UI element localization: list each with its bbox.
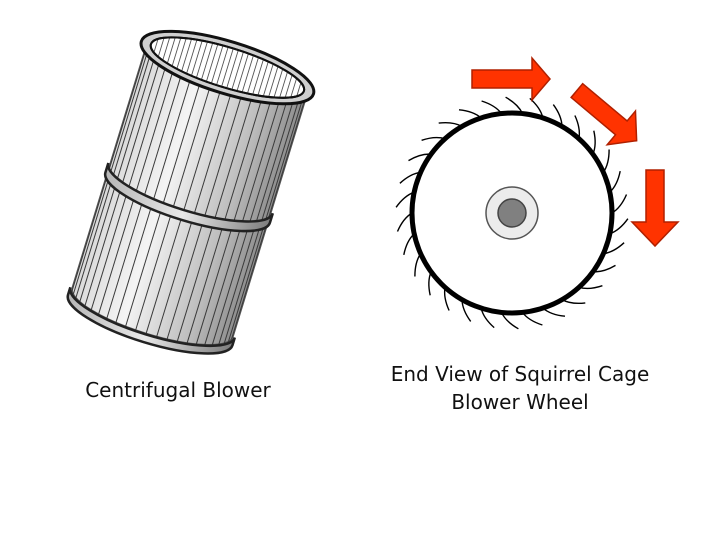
inner-slat [157,37,165,58]
inner-slat [257,61,269,96]
inner-slat [210,45,224,84]
inner-slat [186,39,198,74]
inner-slat [252,59,264,95]
inner-slat [262,63,274,97]
rotation-arrow-down [630,169,680,248]
rotation-arrow-diagonal [570,82,638,146]
middle-ring [103,162,275,233]
inner-slat [195,41,208,78]
inner-slat [153,38,159,53]
inner-slat [221,48,234,87]
inner-slat [226,49,239,89]
inner-slat [181,38,192,72]
rotation-arrow-right [471,55,551,103]
caption-centrifugal-blower: Centrifugal Blower [85,378,271,402]
inner-slat [216,46,229,86]
inner-slat [236,53,249,92]
inner-slat [171,37,182,67]
inner-slat [205,44,219,82]
centrifugal-blower-cylinder [66,29,316,355]
caption-end-view: End View of Squirrel Cage Blower Wheel [352,360,688,416]
inner-slat [241,55,254,93]
inner-slat [191,40,203,76]
bottom-ring [66,286,237,355]
wheel-rim [409,110,615,316]
inner-slat [200,42,214,80]
inner-slat [279,71,288,98]
inner-slat [290,78,298,98]
inner-slat [284,74,293,98]
inner-slat [268,66,279,98]
top-inner-slats [153,37,302,98]
inner-slat [247,57,259,94]
inner-slat [273,68,284,98]
caption-end-view-line2: Blower Wheel [451,390,589,414]
inner-slat [176,38,187,69]
inner-slat [296,82,302,97]
inner-slat [162,37,171,61]
squirrel-cage-wheel-end-view [395,96,629,330]
inner-slat [231,51,244,90]
hub-inner [497,198,527,228]
caption-end-view-line1: End View of Squirrel Cage [390,362,650,386]
inner-slat [166,37,176,64]
